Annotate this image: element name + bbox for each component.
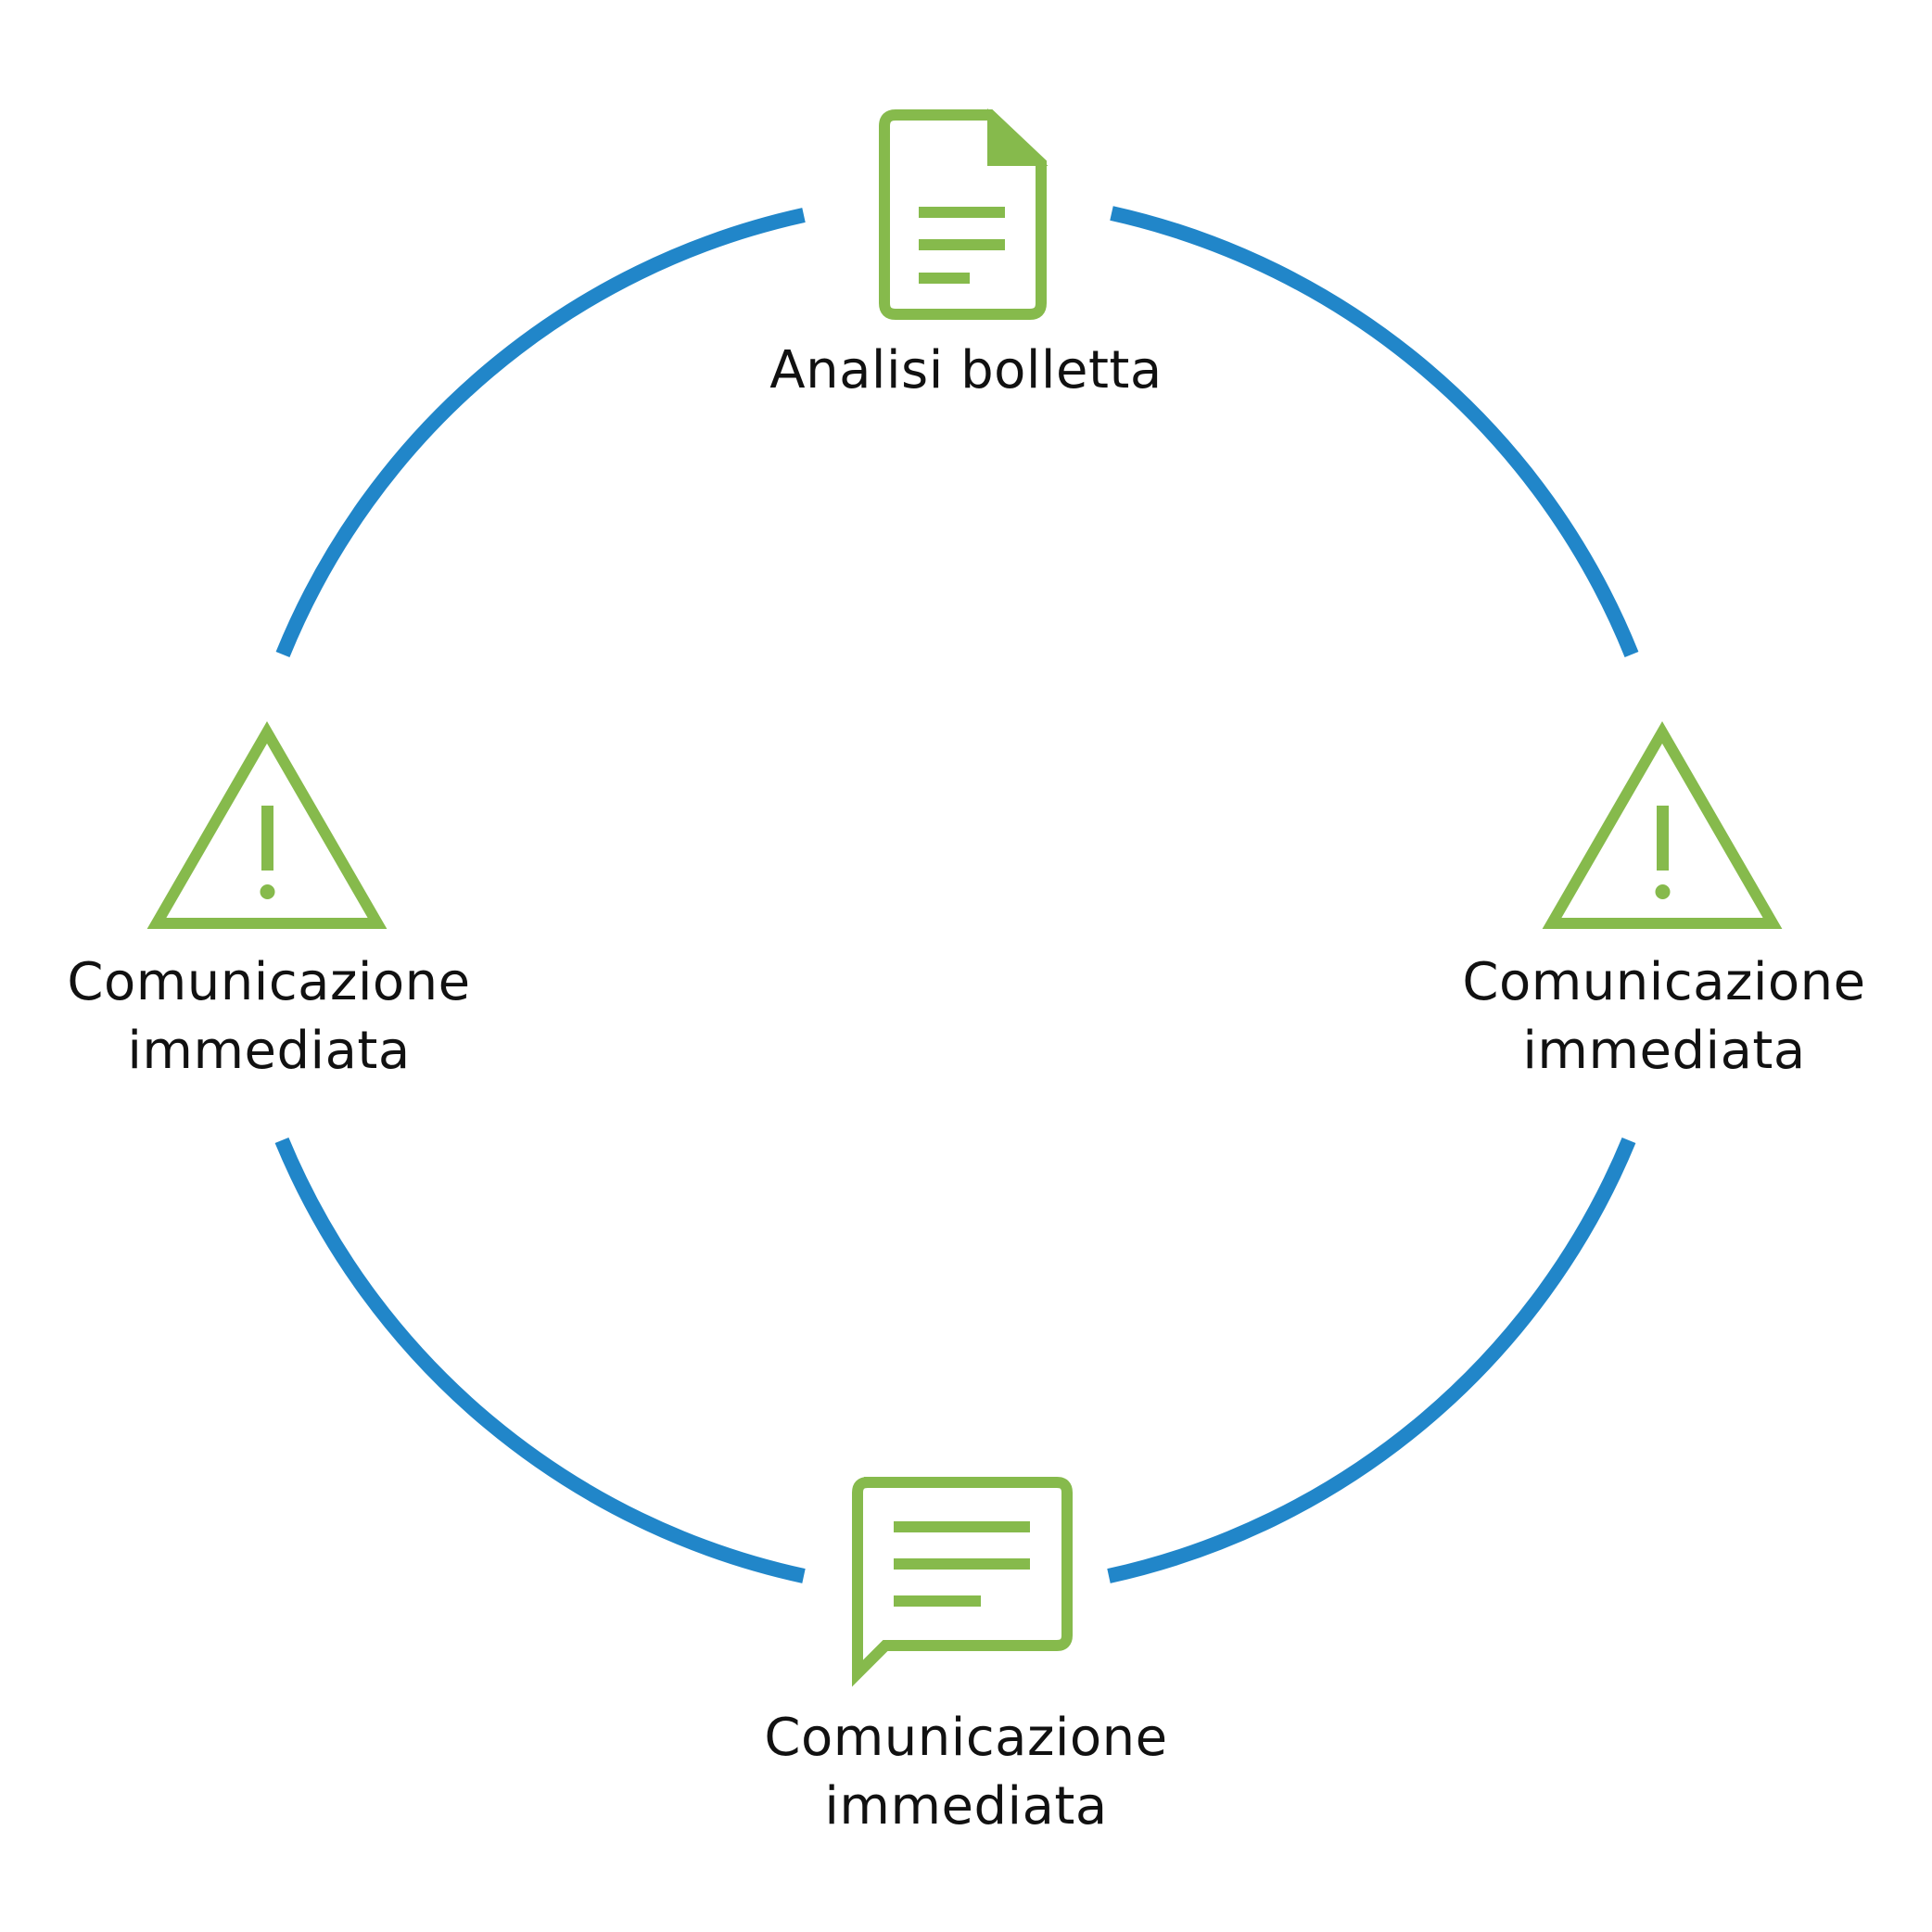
- warning-icon: [146, 721, 388, 929]
- node-label-right: Comunicazione immediata: [1395, 948, 1932, 1086]
- node-label-line: immediata: [1522, 1021, 1806, 1081]
- warning-icon: [1542, 721, 1783, 929]
- node-label-line: Comunicazione: [67, 952, 471, 1012]
- node-label-line: Comunicazione: [764, 1708, 1168, 1768]
- cycle-arc-top-right: [1110, 206, 1639, 657]
- node-label-top: Analisi bolletta: [688, 337, 1244, 405]
- cycle-arc-top-left: [275, 208, 806, 658]
- chat-bubble-icon: [852, 1477, 1073, 1687]
- document-icon: [879, 108, 1049, 320]
- cycle-arc-bottom-right: [1107, 1137, 1636, 1583]
- node-label-bottom: Comunicazione immediata: [688, 1704, 1244, 1841]
- cycle-arc-bottom-left: [274, 1137, 806, 1583]
- node-label-left: Comunicazione immediata: [0, 948, 538, 1086]
- node-label-line: immediata: [127, 1021, 411, 1081]
- node-label-line: immediata: [824, 1776, 1108, 1837]
- node-label-line: Analisi bolletta: [769, 340, 1163, 400]
- node-label-line: Comunicazione: [1462, 952, 1866, 1012]
